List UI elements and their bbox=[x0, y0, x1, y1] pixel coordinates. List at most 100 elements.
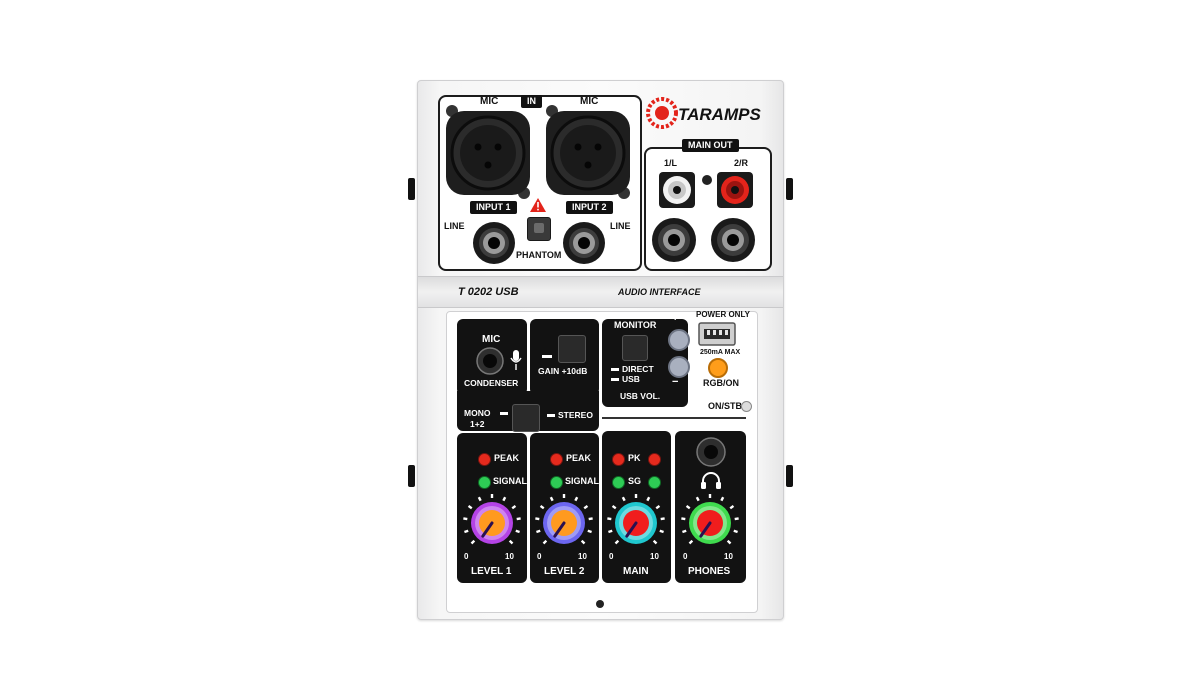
line-right-label: LINE bbox=[610, 221, 631, 231]
knob-tick bbox=[611, 504, 617, 510]
knob-1-label: LEVEL 1 bbox=[471, 566, 512, 577]
xlr-input-2[interactable] bbox=[542, 105, 634, 201]
main-out-screw bbox=[702, 175, 712, 185]
peak-led-2 bbox=[550, 453, 563, 466]
signal-label-1: SIGNAL bbox=[493, 476, 528, 486]
monitor-button[interactable] bbox=[622, 335, 648, 361]
knob-tick bbox=[726, 539, 732, 545]
knob-tick bbox=[516, 517, 521, 521]
out-right-label: 2/R bbox=[734, 158, 749, 168]
knob-tick bbox=[467, 504, 473, 510]
knob-pointer bbox=[481, 521, 494, 538]
rca-right-jack[interactable] bbox=[716, 171, 754, 209]
monitor-label: MONITOR bbox=[614, 320, 657, 330]
knob-tick bbox=[607, 517, 612, 521]
knob-tick bbox=[508, 539, 514, 545]
right-foot-top bbox=[786, 178, 793, 200]
brand-name: TARAMPS bbox=[678, 105, 761, 124]
input2-tag: INPUT 2 bbox=[566, 201, 613, 214]
knob-4[interactable] bbox=[681, 494, 739, 545]
knob-tick bbox=[535, 517, 540, 521]
knob-tick bbox=[464, 529, 469, 534]
knob-1-max: 10 bbox=[505, 552, 514, 561]
knob-tick bbox=[587, 529, 592, 534]
usb-indicator bbox=[611, 378, 619, 381]
bottom-screw bbox=[596, 600, 604, 608]
rgb-on-button[interactable] bbox=[708, 358, 728, 378]
pk-label: PK bbox=[628, 453, 641, 463]
knob-tick bbox=[681, 517, 686, 521]
mono-stereo-button[interactable] bbox=[512, 404, 540, 432]
knob-tick bbox=[477, 496, 482, 502]
warning-icon bbox=[530, 198, 546, 212]
knob-tick bbox=[695, 496, 700, 502]
knob-2-min: 0 bbox=[537, 552, 542, 561]
rgb-on-label: RGB/ON bbox=[703, 378, 739, 388]
knob-tick bbox=[502, 496, 507, 502]
sg-label: SG bbox=[628, 476, 642, 486]
usb-power-port[interactable] bbox=[698, 322, 736, 346]
direct-indicator bbox=[611, 368, 619, 371]
mic2-label: MIC bbox=[580, 96, 599, 107]
knob-tick bbox=[733, 529, 738, 534]
signal-led-2 bbox=[550, 476, 563, 489]
max-current-label: 250mA MAX bbox=[700, 349, 741, 356]
line-left-label: LINE bbox=[444, 221, 465, 231]
mono-sub-label: 1+2 bbox=[470, 419, 485, 429]
gain-label: GAIN +10dB bbox=[538, 366, 588, 376]
knob-tick bbox=[536, 529, 541, 534]
main-signal-led-right bbox=[648, 476, 661, 489]
microphone-icon bbox=[510, 350, 522, 370]
usb-vol-up-button[interactable] bbox=[668, 329, 690, 351]
rca-left-jack[interactable] bbox=[658, 171, 696, 209]
peak-label-2: PEAK bbox=[566, 453, 592, 463]
peak-label-1: PEAK bbox=[494, 453, 520, 463]
knob-tick bbox=[511, 504, 517, 510]
phantom-switch[interactable] bbox=[527, 217, 551, 241]
line-input-2-jack[interactable] bbox=[562, 221, 606, 265]
right-foot-bottom bbox=[786, 465, 793, 487]
usb-vol-label: USB VOL. bbox=[620, 391, 661, 401]
on-stb-led bbox=[741, 401, 752, 412]
main-out-left-jack[interactable] bbox=[651, 217, 697, 263]
usb-vol-down-button[interactable] bbox=[668, 356, 690, 378]
line-input-1-jack[interactable] bbox=[472, 221, 516, 265]
knob-4-label: PHONES bbox=[688, 566, 731, 577]
knob-3[interactable] bbox=[607, 494, 665, 545]
knob-3-label: MAIN bbox=[623, 566, 649, 577]
phones-jack[interactable] bbox=[696, 437, 726, 467]
knob-tick bbox=[652, 539, 658, 545]
signal-led-1 bbox=[478, 476, 491, 489]
peak-led-1 bbox=[478, 453, 491, 466]
main-signal-led-left bbox=[612, 476, 625, 489]
xlr-input-1[interactable] bbox=[442, 105, 534, 201]
taramps-logo-icon bbox=[646, 97, 678, 129]
knob-3-max: 10 bbox=[650, 552, 659, 561]
mono-label: MONO bbox=[464, 408, 491, 418]
knob-tick bbox=[682, 529, 687, 534]
knob-tick bbox=[734, 517, 739, 521]
input1-tag: INPUT 1 bbox=[470, 201, 517, 214]
out-left-label: 1/L bbox=[664, 158, 678, 168]
knob-pointer bbox=[553, 521, 566, 538]
device-subtitle: AUDIO INTERFACE bbox=[618, 287, 701, 297]
knob-2-label: LEVEL 2 bbox=[544, 566, 585, 577]
left-foot-bottom bbox=[408, 465, 415, 487]
usb-label: USB bbox=[622, 374, 640, 384]
mic1-label: MIC bbox=[480, 96, 499, 107]
model-name: T 0202 USB bbox=[458, 286, 519, 298]
power-only-label: POWER ONLY bbox=[696, 310, 750, 319]
condenser-mic-jack[interactable] bbox=[476, 347, 504, 375]
knob-pointer bbox=[699, 521, 712, 538]
main-out-tag: MAIN OUT bbox=[682, 139, 739, 152]
knob-1[interactable] bbox=[463, 494, 521, 545]
knob-tick bbox=[729, 504, 735, 510]
main-out-right-jack[interactable] bbox=[710, 217, 756, 263]
knob-2[interactable] bbox=[535, 494, 593, 545]
gain-button[interactable] bbox=[558, 335, 586, 363]
knob-tick bbox=[614, 539, 620, 545]
level-knobs bbox=[463, 494, 739, 545]
model-strip bbox=[418, 276, 783, 308]
knob-tick bbox=[660, 517, 665, 521]
knob-3-min: 0 bbox=[609, 552, 614, 561]
